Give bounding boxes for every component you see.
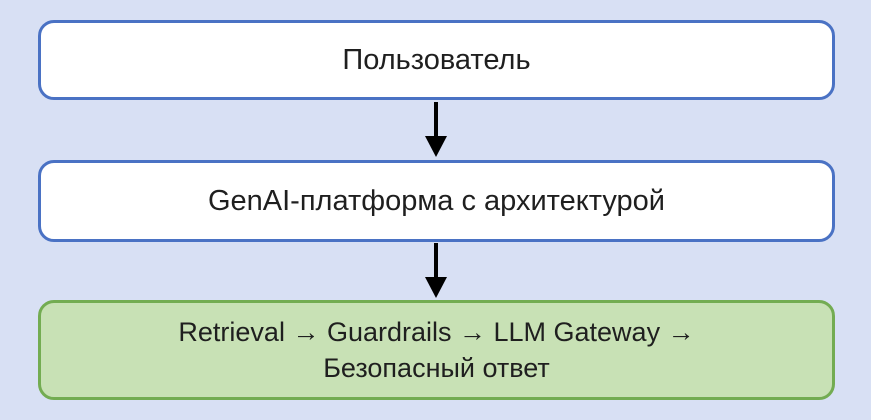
flow-node-user-label: Пользователь	[342, 43, 531, 76]
flow-node-user: Пользователь	[38, 20, 835, 100]
flow-node-platform-label: GenAI-платформа с архитектурой	[207, 184, 666, 217]
flow-node-pipeline-line-1: Retrieval → Guardrails → LLM Gateway →	[178, 317, 695, 347]
arrow-down-icon	[423, 102, 449, 158]
flow-node-pipeline: Retrieval → Guardrails → LLM Gateway → Б…	[38, 300, 835, 400]
flow-node-pipeline-line-2: Безопасный ответ	[323, 353, 550, 383]
arrow-down-icon	[423, 243, 449, 299]
flow-node-platform: GenAI-платформа с архитектурой	[38, 160, 835, 242]
